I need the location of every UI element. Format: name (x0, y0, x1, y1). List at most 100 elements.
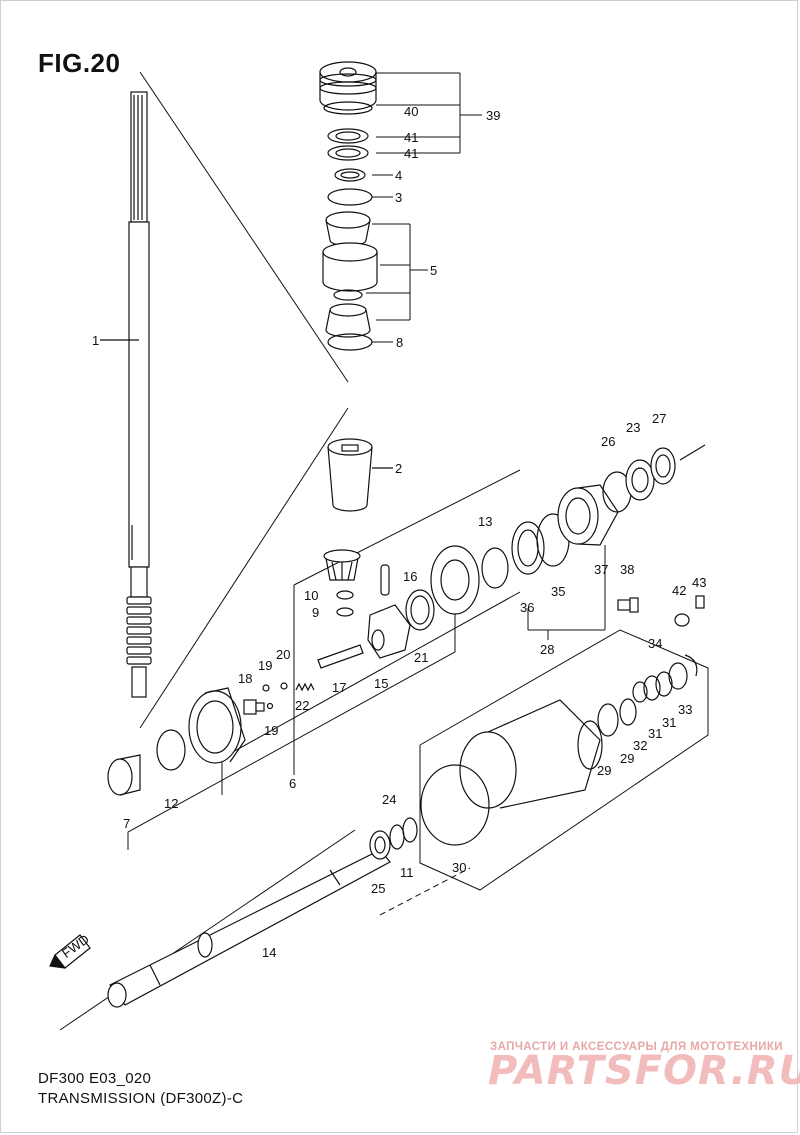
drive-shaft (100, 91, 152, 698)
washer-10 (336, 590, 354, 600)
shim-13 (481, 547, 509, 589)
label-37: 37 (594, 562, 608, 577)
label-31b: 31 (662, 715, 676, 730)
washer-9 (336, 607, 354, 617)
label-40: 40 (404, 104, 418, 119)
label-20: 20 (276, 647, 290, 662)
bearing-23 (625, 459, 655, 501)
oil-seal-41b (327, 145, 369, 161)
label-16: 16 (403, 569, 417, 584)
needle-bearing-7 (107, 754, 141, 796)
shaft-splines (126, 596, 152, 665)
bearing-37 (557, 484, 619, 546)
model-code: DF300 E03_020 (38, 1070, 152, 1087)
ball-20 (280, 682, 288, 690)
clutch-dog-15 (367, 604, 411, 659)
figure-subtitle: TRANSMISSION (DF300Z)-C (38, 1090, 244, 1107)
bearing-25 (369, 830, 391, 860)
seal-31a (643, 675, 661, 701)
label-23: 23 (626, 420, 640, 435)
label-11: 11 (400, 865, 414, 880)
ring-12 (156, 729, 186, 771)
label-25: 25 (371, 881, 385, 896)
label-14: 14 (262, 945, 276, 960)
label-18: 18 (238, 671, 252, 686)
propeller-shaft-housing (459, 699, 603, 809)
label-19b: 19 (264, 723, 278, 738)
thrust-bearing-27 (650, 447, 676, 485)
bolt-38 (617, 597, 639, 613)
bearing-housing-39 (319, 61, 377, 111)
o-ring-30 (420, 764, 490, 846)
label-6: 6 (289, 776, 296, 791)
oil-seal-41a (327, 128, 369, 144)
label-32: 32 (633, 738, 647, 753)
label-17: 17 (332, 680, 346, 695)
label-29b: 29 (620, 751, 634, 766)
label-39: 39 (486, 108, 500, 123)
tapered-bearing-5-upper (325, 211, 371, 247)
label-19a: 19 (258, 658, 272, 673)
tapered-bearing-5-lower (325, 303, 371, 338)
screw-43 (695, 595, 705, 609)
watermark-tagline: ЗАПЧАСТИ И АКСЕССУАРЫ ДЛЯ МОТОТЕХНИКИ (490, 1041, 783, 1053)
fwd-arrow-icon (49, 934, 91, 969)
label-38: 38 (620, 562, 634, 577)
label-26: 26 (601, 434, 615, 449)
label-10: 10 (304, 588, 318, 603)
label-35: 35 (551, 584, 565, 599)
cap-42 (674, 613, 690, 627)
label-12: 12 (164, 796, 178, 811)
label-31a: 31 (648, 726, 662, 741)
leaders-upper (372, 114, 482, 343)
label-42: 42 (672, 583, 686, 598)
ring-24 (389, 824, 405, 850)
label-36: 36 (520, 600, 534, 615)
label-30: 30 (452, 860, 466, 875)
shift-rod-17 (317, 644, 364, 669)
label-13: 13 (478, 514, 492, 529)
ring-11 (402, 817, 418, 843)
seal-33 (668, 662, 688, 690)
bearing-36 (511, 521, 545, 575)
label-9: 9 (312, 605, 319, 620)
callout-labels: 1 2 3 4 5 6 7 8 9 10 11 12 13 14 15 16 1… (59, 104, 706, 961)
spring-22 (295, 682, 315, 692)
needle-bearing-29 (597, 698, 637, 737)
seal-31b (655, 671, 673, 697)
label-43: 43 (692, 575, 706, 590)
label-7: 7 (123, 816, 130, 831)
ring-32 (632, 681, 648, 703)
bushing-4 (334, 168, 366, 182)
reverse-bevel-gear (430, 545, 480, 615)
bevel-gear-large (188, 687, 246, 764)
label-8: 8 (396, 335, 403, 350)
label-28: 28 (540, 642, 554, 657)
label-29a: 29 (597, 763, 611, 778)
bearing-race-5 (322, 242, 378, 292)
ball-19a (262, 684, 270, 692)
shim-5 (333, 289, 363, 301)
clip-34 (684, 654, 698, 677)
label-2: 2 (395, 461, 402, 476)
label-15: 15 (374, 676, 388, 691)
label-41b: 41 (404, 146, 418, 161)
label-41a: 41 (404, 130, 418, 145)
sleeve-2 (327, 438, 393, 512)
ball-19b (266, 702, 274, 710)
pin-16 (380, 564, 390, 596)
label-5: 5 (430, 263, 437, 278)
label-34: 34 (648, 636, 662, 651)
propeller-shaft-14 (107, 849, 391, 1008)
bushing-21 (405, 589, 435, 631)
label-33: 33 (678, 702, 692, 717)
label-27: 27 (652, 411, 666, 426)
pin-18 (243, 699, 265, 715)
figure-title: FIG.20 (38, 48, 121, 78)
label-24: 24 (382, 792, 396, 807)
watermark-logo: PARTSFOR.RU (488, 1048, 800, 1094)
o-ring-40 (323, 101, 373, 115)
label-3: 3 (395, 190, 402, 205)
